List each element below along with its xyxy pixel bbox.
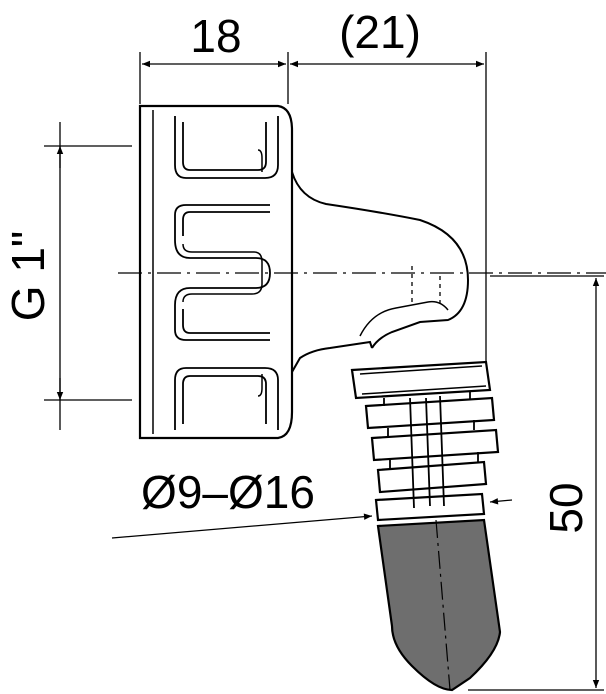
dimension-thread [44, 122, 132, 430]
elbow-body [291, 171, 470, 373]
dimension-50 [468, 275, 604, 691]
dimension-18 [139, 52, 289, 104]
dimension-21-label: (21) [339, 6, 421, 58]
dimension-21 [290, 52, 487, 362]
dimension-hose [111, 498, 513, 539]
union-nut [138, 104, 294, 440]
hose-center-line [435, 519, 451, 691]
dimension-thread-label: G 1" [2, 231, 54, 321]
dimension-hose-label: Ø9–Ø16 [141, 466, 315, 518]
hose [376, 518, 502, 692]
dimension-18-label: 18 [190, 10, 241, 62]
hose-fitting [350, 360, 500, 522]
dimension-50-label: 50 [540, 482, 592, 533]
